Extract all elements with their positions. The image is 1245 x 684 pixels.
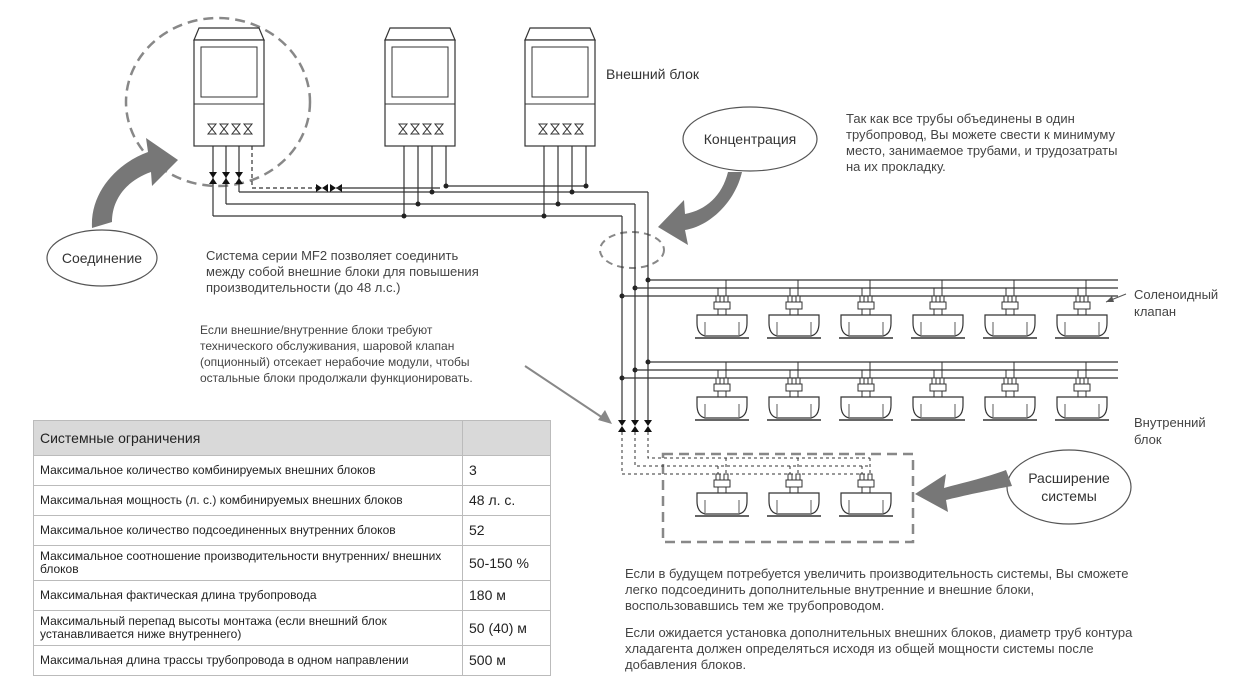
table-row: Максимальный перепад высоты монтажа (есл…	[33, 610, 551, 646]
table-row: Максимальное количество подсоединенных в…	[33, 515, 551, 546]
solenoid-valve-label: Соленоидный клапан	[1134, 287, 1219, 319]
connection-label: Соединение	[61, 250, 143, 266]
indoor-unit-label: Внутренний блок	[1134, 415, 1206, 447]
system-limits-table: Системные ограничения Максимальное колич…	[33, 420, 551, 676]
expansion-indoor-units	[694, 473, 894, 517]
outdoor-unit-label: Внешний блок	[606, 66, 699, 82]
outdoor-unit-1	[193, 27, 265, 147]
table-header: Системные ограничения	[33, 420, 463, 456]
table-row: Максимальное количество комбинируемых вн…	[33, 455, 551, 486]
table-row: Максимальная мощность (л. с.) комбинируе…	[33, 485, 551, 516]
concentration-label: Концентрация	[703, 131, 797, 147]
outdoor-unit-2	[384, 27, 456, 147]
indoor-unit-row-2	[694, 377, 1110, 421]
table-row: Максимальное соотношение производительно…	[33, 545, 551, 581]
expansion-label: Расширение системы	[1028, 470, 1110, 504]
indoor-unit-row-1	[694, 295, 1110, 339]
outdoor-unit-3	[524, 27, 596, 147]
table-row: Максимальная фактическая длина трубопров…	[33, 580, 551, 611]
table-header-value	[462, 420, 551, 456]
table-header-row: Системные ограничения	[33, 420, 551, 456]
table-row: Максимальная длина трассы трубопровода в…	[33, 645, 551, 676]
